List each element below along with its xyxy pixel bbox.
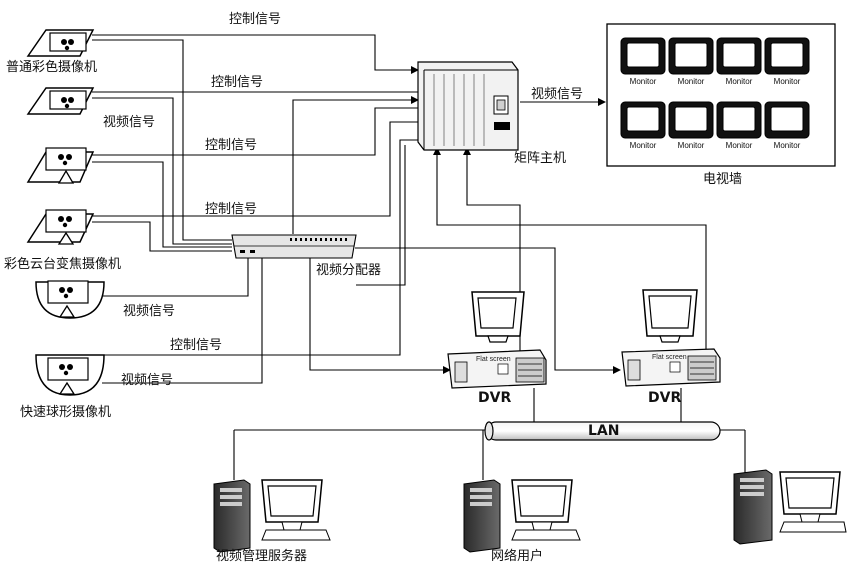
label-camera-normal: 普通彩色摄像机 [6, 60, 98, 75]
camera-normal-1 [26, 29, 95, 57]
camera-dome [35, 354, 105, 396]
monitor-label: Monitor [677, 77, 705, 86]
monitor-2 [668, 37, 714, 75]
label-control-signal-2: 控制信号 [211, 75, 264, 90]
lan-bus [484, 421, 721, 441]
line-dist-matrix-2 [356, 145, 406, 286]
label-control-signal-3: 控制信号 [205, 138, 258, 153]
monitor-label: Monitor [677, 141, 705, 150]
label-matrix-host: 矩阵主机 [514, 151, 567, 166]
label-network-user: 网络用户 [491, 549, 544, 564]
monitor-label: Monitor [629, 77, 657, 86]
line-dist-dvr2 [355, 247, 621, 374]
label-dvr-2: DVR [648, 390, 682, 406]
line-dist-matrix [292, 96, 419, 234]
label-video-signal-matrix: 视频信号 [531, 87, 584, 102]
line-dist-dvr1 [309, 258, 451, 374]
line-dvr1-matrix [463, 147, 521, 352]
monitor-label: Monitor [725, 141, 753, 150]
remote-workstation [733, 469, 847, 545]
label-camera-dome: 快速球形摄像机 [20, 405, 112, 420]
camera-ptz-1 [26, 147, 95, 184]
line-cam3-video [92, 161, 232, 248]
monitor-3 [716, 37, 762, 75]
monitor-7 [716, 101, 762, 139]
monitor-label: Monitor [773, 77, 801, 86]
label-video-signal-2: 视频信号 [123, 304, 176, 319]
monitor-label: Monitor [629, 141, 657, 150]
line-cam4-control [92, 121, 420, 217]
label-control-signal-5: 控制信号 [170, 338, 223, 353]
line-cam4-video [92, 221, 232, 252]
label-lan: LAN [588, 423, 620, 439]
monitor-4 [764, 37, 810, 75]
label-control-signal-4: 控制信号 [205, 202, 258, 217]
label-flat-screen-2: Flat screen [652, 354, 687, 361]
camera-normal-2 [26, 87, 95, 115]
monitor-8 [764, 101, 810, 139]
line-cam1-video [92, 39, 232, 241]
label-video-distributor: 视频分配器 [316, 263, 382, 278]
camera-ptz-2 [26, 209, 95, 245]
dvr-2-workstation [621, 289, 721, 387]
monitor-label: Monitor [725, 77, 753, 86]
label-video-signal-3: 视频信号 [121, 373, 174, 388]
label-management-server: 视频管理服务器 [216, 549, 308, 564]
matrix-host-device [417, 61, 519, 151]
line-cam3-control [92, 107, 420, 156]
connection-lines [92, 34, 746, 480]
network-user [463, 479, 581, 553]
monitor-5 [620, 101, 666, 139]
label-camera-ptz: 彩色云台变焦摄像机 [4, 257, 122, 272]
dvr-1-workstation [447, 291, 547, 389]
monitor-1 [620, 37, 666, 75]
monitor-6 [668, 101, 714, 139]
line-cam5-video [102, 256, 249, 297]
line-cam6-video [102, 258, 263, 384]
management-server [213, 479, 331, 553]
camera-ptz-3 [35, 280, 105, 319]
line-cam2-video [92, 97, 232, 245]
label-video-signal-1: 视频信号 [103, 115, 156, 130]
label-flat-screen-1: Flat screen [476, 356, 511, 363]
line-cam1-control [92, 34, 419, 74]
line-dvr2-matrix [433, 147, 707, 352]
monitor-label: Monitor [773, 141, 801, 150]
monitor-grid [620, 37, 810, 139]
label-control-signal-1: 控制信号 [229, 12, 282, 27]
video-distributor-device [231, 234, 357, 259]
label-dvr-1: DVR [478, 390, 512, 406]
label-video-wall: 电视墙 [703, 172, 743, 187]
